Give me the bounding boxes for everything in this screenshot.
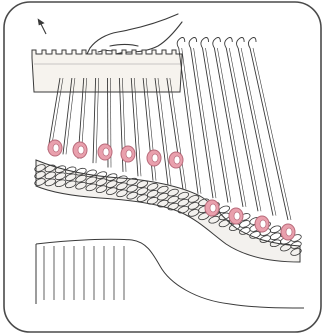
highlighted-loop [229, 208, 243, 224]
highlighted-loop [48, 140, 62, 156]
highlighted-loop [98, 144, 112, 160]
highlighted-loop [73, 142, 87, 158]
highlighted-loop [169, 152, 183, 168]
highlighted-loop [281, 224, 295, 240]
highlighted-loop [255, 216, 269, 232]
highlighted-loop [121, 146, 135, 162]
comb-tool-icon [32, 50, 182, 92]
highlighted-loop [147, 150, 161, 166]
highlighted-loop [205, 200, 219, 216]
